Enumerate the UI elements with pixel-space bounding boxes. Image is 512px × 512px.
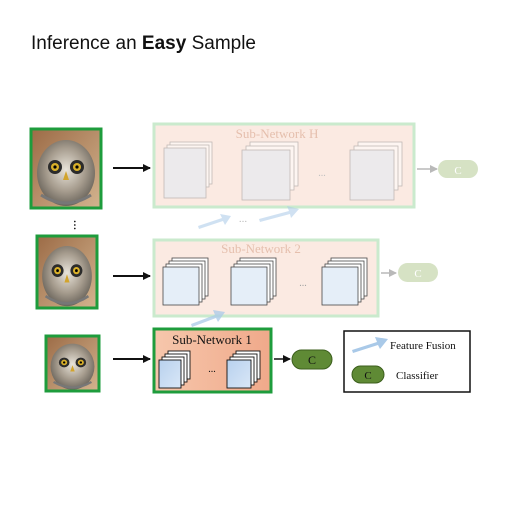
ellipsis-h: ...	[318, 168, 326, 179]
feature-map-stack	[321, 257, 368, 306]
feature-map-stack	[158, 350, 191, 389]
sub-network-2-label: Sub-Network 2	[221, 241, 301, 256]
feature-map-stack	[241, 141, 299, 201]
sub-network-h: Sub-Network H ...	[152, 122, 416, 209]
title-emphasis: Easy	[141, 33, 187, 54]
vertical-ellipsis: ...	[70, 220, 85, 231]
title-prefix: Inference an	[31, 33, 142, 54]
input-image-large	[29, 127, 103, 210]
input-image-small	[44, 334, 101, 393]
legend-classifier-symbol: C	[364, 370, 371, 382]
ellipsis-1: ...	[208, 364, 216, 375]
feature-map-stack	[162, 257, 209, 306]
sub-network-1-label: Sub-Network 1	[172, 332, 252, 347]
legend-feature-fusion: Feature Fusion	[390, 340, 456, 352]
input-image-medium	[35, 234, 99, 310]
feature-map-stack	[226, 350, 261, 389]
fusion-ellipsis: ...	[239, 213, 248, 225]
sub-network-2: Sub-Network 2 ...	[152, 238, 380, 318]
classifier-2-label: C	[414, 268, 421, 280]
fusion-arrows-h: ...	[198, 206, 299, 229]
feature-fusion-icon	[352, 337, 388, 353]
legend-classifier: Classifier	[396, 370, 438, 382]
feature-map-stack	[163, 141, 213, 199]
classifier-icon	[351, 365, 385, 384]
ellipsis-2: ...	[299, 278, 307, 289]
classifier-1-label: C	[308, 353, 316, 367]
classifier-h: C	[438, 160, 478, 178]
sub-network-h-label: Sub-Network H	[236, 126, 319, 141]
classifier-1: C	[291, 349, 333, 370]
page-title: Inference an Easy Sample	[31, 33, 256, 55]
title-suffix: Sample	[186, 33, 256, 54]
feature-map-stack	[349, 141, 403, 201]
classifier-h-label: C	[454, 165, 461, 177]
sub-network-1: Sub-Network 1 ...	[152, 327, 273, 394]
feature-map-stack	[230, 257, 277, 306]
legend: Feature Fusion C Classifier	[343, 330, 471, 393]
fusion-arrows-2	[191, 310, 225, 327]
classifier-2: C	[398, 263, 438, 282]
